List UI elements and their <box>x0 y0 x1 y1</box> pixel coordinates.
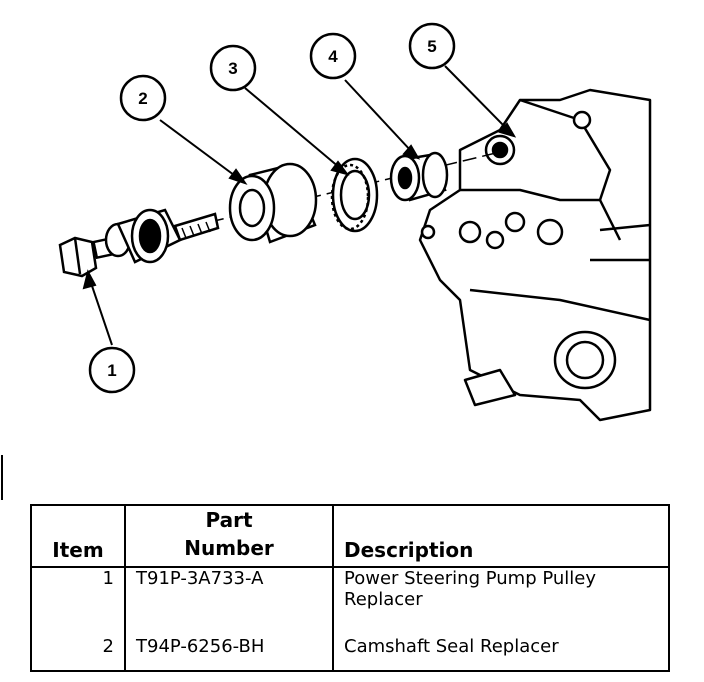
header-item: Item <box>30 504 126 568</box>
table-row: 2 T94P-6256-BH Camshaft Seal Replacer <box>30 635 670 671</box>
callout-4: 4 <box>309 32 357 80</box>
cell-part-number: T91P-3A733-A <box>124 567 334 636</box>
svg-text:3: 3 <box>228 59 237 78</box>
callout-5: 5 <box>408 22 456 70</box>
table-header-row: Item Part Number Description <box>30 504 670 568</box>
cell-part-number: T94P-6256-BH <box>124 635 334 671</box>
cell-item: 2 <box>30 635 126 671</box>
camshaft-bushing <box>389 151 449 202</box>
header-description: Description <box>332 504 670 568</box>
callout-1: 1 <box>88 346 136 394</box>
svg-text:1: 1 <box>107 361 116 380</box>
svg-text:5: 5 <box>427 37 436 56</box>
cell-item: 1 <box>30 567 126 636</box>
parts-table: Item Part Number Description 1 T91P-3A73… <box>30 504 670 672</box>
callout-2: 2 <box>119 74 167 122</box>
cell-description: Power Steering Pump Pulley Replacer <box>332 567 670 636</box>
cell-description: Camshaft Seal Replacer <box>332 635 670 671</box>
leader-lines <box>82 65 517 346</box>
tool-assembly-diagram: 1 2 3 4 5 <box>1 22 652 500</box>
callout-3: 3 <box>209 44 257 92</box>
pulley-replacer-tool <box>58 208 220 278</box>
seal-replacer-sleeve <box>228 162 318 244</box>
svg-text:4: 4 <box>328 47 338 66</box>
header-part-line1: Part <box>205 508 253 532</box>
table-row: 1 T91P-3A733-A Power Steering Pump Pulle… <box>30 567 670 636</box>
header-part-line2: Number <box>184 536 274 560</box>
camshaft-seal <box>330 157 379 233</box>
header-part-number: Part Number <box>124 504 334 568</box>
engine-block <box>418 88 652 422</box>
svg-text:2: 2 <box>138 89 147 108</box>
